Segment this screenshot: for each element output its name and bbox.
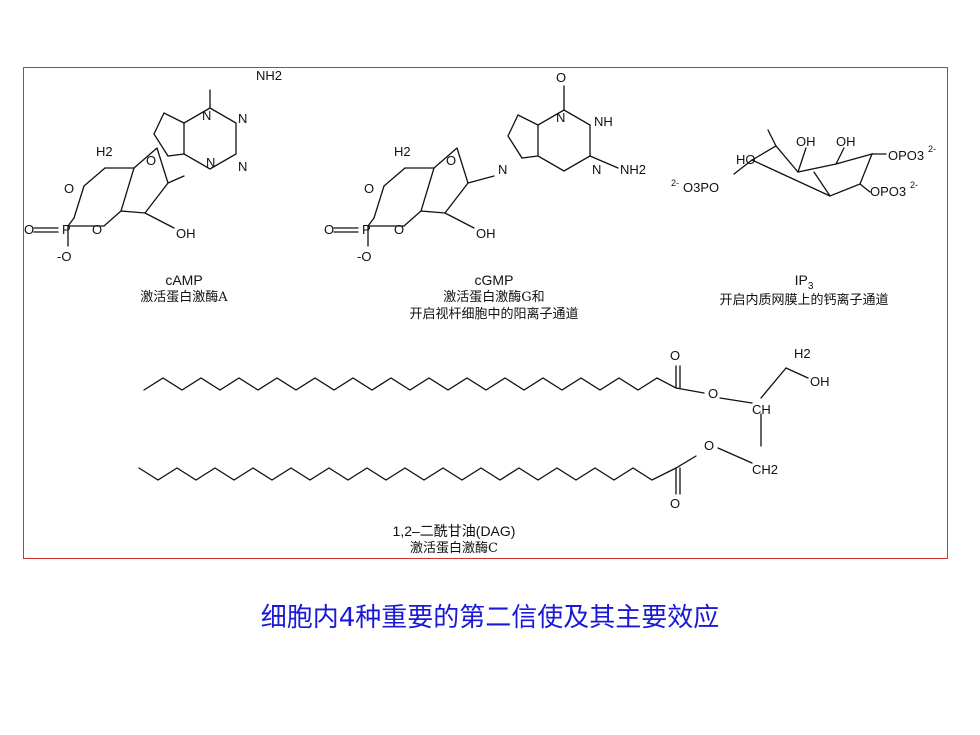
dag-structure — [138, 365, 809, 495]
dag-o-label: O — [670, 496, 680, 511]
dag-name: 1,2–二酰甘油(DAG) — [392, 523, 516, 539]
camp-o-label: O — [64, 181, 74, 196]
ip3-name-subscript: 3 — [807, 280, 814, 292]
ip3-oh-label: OH — [836, 134, 856, 149]
ip3-o3po-label: O3PO — [683, 180, 719, 195]
ip3-structure — [733, 129, 887, 197]
camp-o-minus-label: -O — [57, 249, 71, 264]
dag-o-label: O — [670, 348, 680, 363]
dag-effect: 激活蛋白激酶C — [410, 541, 498, 556]
cgmp-structure — [333, 85, 619, 247]
camp-o-label: O — [92, 222, 102, 237]
ip3-charge-label: 2- — [671, 178, 679, 188]
ip3-name: IP3 — [764, 272, 844, 295]
cgmp-n-label: N — [498, 162, 507, 177]
camp-nh2-label: NH2 — [256, 68, 282, 83]
camp-h2-label: H2 — [96, 144, 113, 159]
cgmp-o-label: O — [364, 181, 374, 196]
ip3-charge-label: 2- — [910, 180, 918, 190]
figure-frame: NH2 N N N N O H2 O O P O -O OH O NH NH2 … — [23, 67, 948, 559]
cgmp-o-minus-label: -O — [357, 249, 371, 264]
cgmp-effect-line1: 激活蛋白激酶G和 — [443, 290, 545, 305]
cgmp-effect-line2: 开启视杆细胞中的阳离子通道 — [409, 307, 579, 322]
camp-name: cAMP — [165, 272, 203, 288]
camp-o-label: O — [24, 222, 34, 237]
ip3-name-base: IP — [794, 272, 808, 288]
ip3-ho-label: HO — [736, 152, 756, 167]
cgmp-o-ring-label: O — [446, 153, 456, 168]
camp-n-label: N — [238, 111, 247, 126]
ip3-charge-label: 2- — [928, 144, 936, 154]
dag-h2-label: H2 — [794, 346, 811, 361]
structure-drawing: NH2 N N N N O H2 O O P O -O OH O NH NH2 … — [24, 68, 936, 511]
cgmp-o-label: O — [324, 222, 334, 237]
ip3-opo3-label: OPO3 — [888, 148, 924, 163]
dag-ch-label: CH — [752, 402, 771, 417]
camp-p-label: P — [62, 222, 71, 237]
camp-n-label: N — [202, 108, 211, 123]
cgmp-o-label: O — [556, 70, 566, 85]
figure-caption: 细胞内4种重要的第二信使及其主要效应 — [260, 603, 720, 633]
cgmp-oh-label: OH — [476, 226, 496, 241]
cgmp-n-label: N — [556, 110, 565, 125]
camp-structure — [33, 89, 237, 247]
cgmp-name: cGMP — [474, 272, 514, 288]
dag-o-label: O — [704, 438, 714, 453]
cgmp-nh2-label: NH2 — [620, 162, 646, 177]
cgmp-o-label: O — [394, 222, 404, 237]
dag-o-label: O — [708, 386, 718, 401]
cgmp-nh-label: NH — [594, 114, 613, 129]
camp-oh-label: OH — [176, 226, 196, 241]
cgmp-n-label: N — [592, 162, 601, 177]
camp-o-ring-label: O — [146, 153, 156, 168]
camp-n-label: N — [206, 155, 215, 170]
cgmp-h2-label: H2 — [394, 144, 411, 159]
ip3-opo3-label: OPO3 — [870, 184, 906, 199]
camp-n-label: N — [238, 159, 247, 174]
cgmp-p-label: P — [362, 222, 371, 237]
camp-effect: 激活蛋白激酶A — [140, 290, 228, 305]
dag-ch2-label: CH2 — [752, 462, 778, 477]
ip3-effect: 开启内质网膜上的钙离子通道 — [719, 293, 889, 308]
ip3-oh-label: OH — [796, 134, 816, 149]
dag-oh-label: OH — [810, 374, 830, 389]
